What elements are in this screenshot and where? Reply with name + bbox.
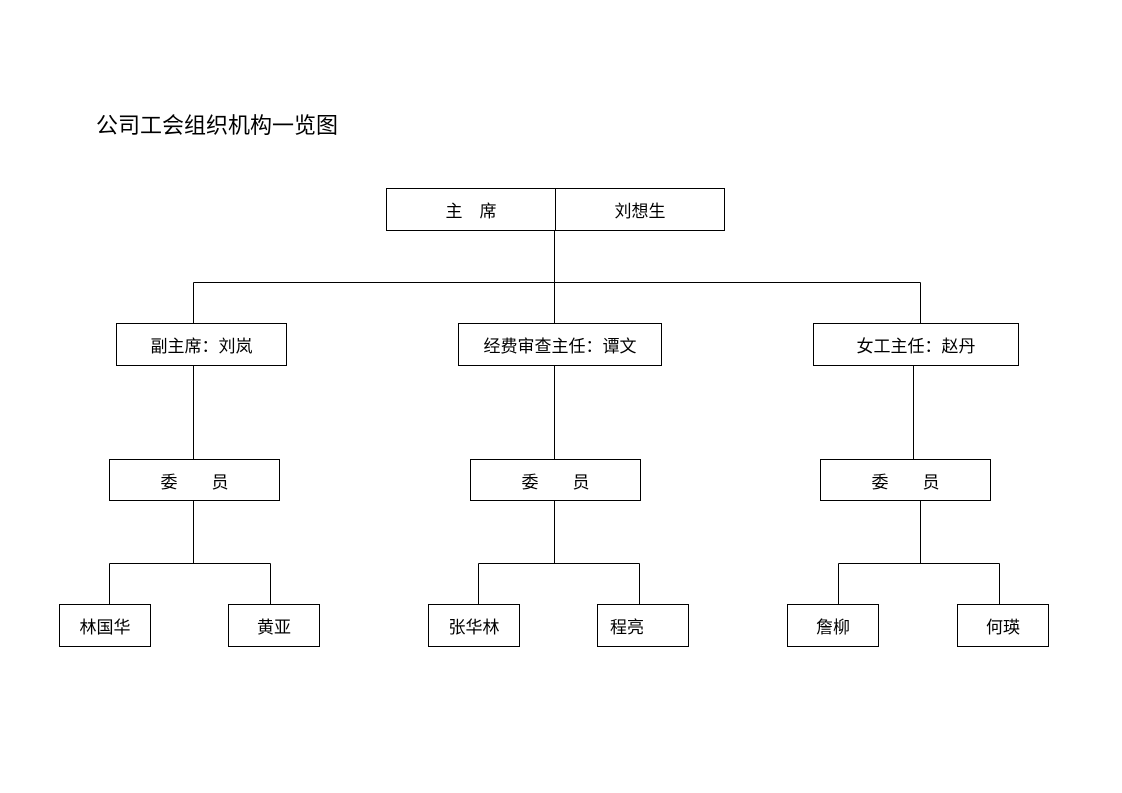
member-box: 程亮 (597, 604, 689, 647)
vice-chairman-box: 副主席：刘岚 (116, 323, 287, 366)
member-box: 詹柳 (787, 604, 879, 647)
member-box: 黄亚 (228, 604, 320, 647)
committee-box-1: 委 员 (109, 459, 280, 501)
chairman-role: 主 席 (445, 202, 497, 222)
member-box: 张华林 (428, 604, 520, 647)
member-box: 何瑛 (957, 604, 1049, 647)
audit-director-box: 经费审查主任：谭文 (458, 323, 662, 366)
chairman-name: 刘想生 (555, 189, 724, 230)
page-title: 公司工会组织机构一览图 (96, 114, 339, 139)
member-box: 林国华 (59, 604, 151, 647)
committee-box-3: 委 员 (820, 459, 991, 501)
chairman-box: 主 席 刘想生 (386, 188, 725, 231)
committee-box-2: 委 员 (470, 459, 641, 501)
women-director-box: 女工主任：赵丹 (813, 323, 1019, 366)
